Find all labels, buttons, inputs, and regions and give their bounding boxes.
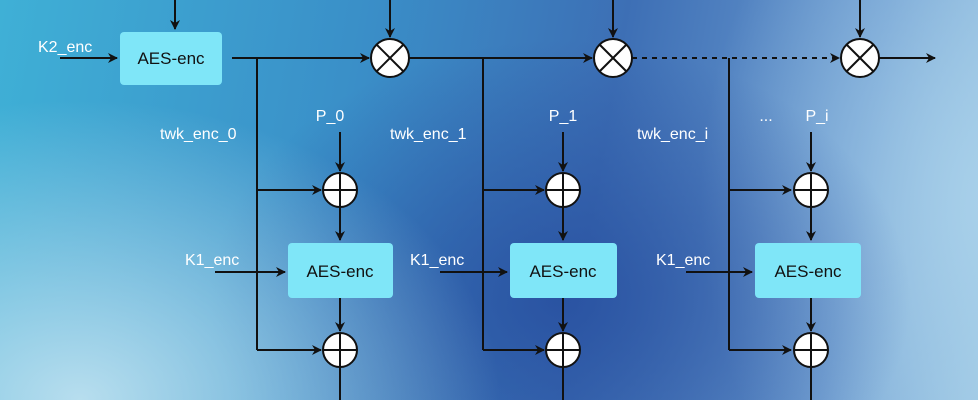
k1-key-label: K1_enc [656,252,710,269]
plaintext-label: P_i [805,108,828,125]
aes-label: AES-enc [774,262,842,281]
xor-icon [793,332,829,368]
block-column-i: twk_enc_i ... P_i K1_enc AES-enc [637,58,861,400]
aes-block [288,243,393,298]
aes-block [755,243,861,298]
aes-label: AES-enc [529,262,597,281]
k1-key-label: K1_enc [185,252,239,269]
k2-key-label: K2_enc [38,39,92,56]
plaintext-label: P_0 [316,108,345,125]
gf-multiply-icon [370,0,410,78]
xor-icon [545,332,581,368]
k1-key-label: K1_enc [410,252,464,269]
block-column-1: twk_enc_1 P_1 K1_enc AES-enc [390,58,617,400]
aes-label: AES-enc [306,262,374,281]
tweak-aes-block [120,32,222,85]
xor-icon [793,172,829,208]
xor-icon [322,172,358,208]
aes-block [510,243,617,298]
ellipsis-label: ... [759,108,772,125]
xor-icon [322,332,358,368]
gf-multiply-icon [593,0,633,78]
block-column-0: twk_enc_0 P_0 K1_enc AES-enc [160,58,393,400]
tweak-label: twk_enc_1 [390,126,467,143]
tweak-label: twk_enc_i [637,126,708,143]
tweak-label: twk_enc_0 [160,126,237,143]
xor-icon [545,172,581,208]
plaintext-label: P_1 [549,108,578,125]
gf-multiply-icon [840,0,880,78]
tweak-aes-label: AES-enc [137,49,205,68]
